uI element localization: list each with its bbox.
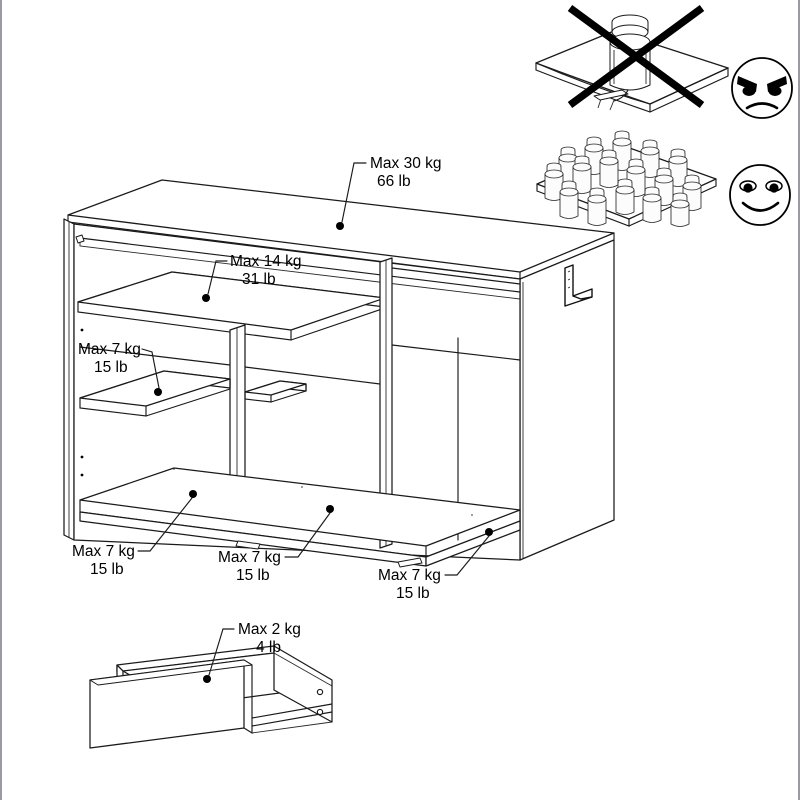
load-label-top-surface: Max 30 kg 66 lb — [370, 155, 442, 190]
drawer-right-side — [273, 645, 333, 723]
illustration-correct-distributed-load — [536, 130, 791, 227]
load-label-line1: Max 7 kg — [378, 567, 441, 584]
drawer-runner-upper — [251, 703, 333, 719]
weight-item — [599, 149, 619, 188]
sideboard-cabinet — [63, 179, 615, 568]
drawer-runner-screw-hole — [316, 688, 324, 696]
pull-out-drawer — [89, 645, 333, 749]
load-label-line1: Max 7 kg — [78, 341, 141, 358]
load-label-line1: Max 7 kg — [72, 543, 135, 560]
illustration-wrong-concentrated-load — [535, 4, 793, 119]
leader-line-top-surface — [341, 162, 367, 223]
leader-dot-bottom-middle — [326, 505, 334, 513]
leader-line-drawer — [208, 628, 235, 676]
cabinet-left-panel — [63, 218, 75, 541]
angry-face-icon — [731, 57, 793, 119]
load-label-line2: 31 lb — [242, 271, 276, 288]
load-label-line2: 15 lb — [396, 585, 430, 602]
weight-item — [642, 186, 662, 223]
weight-item — [559, 180, 579, 219]
middle-compartment-back-line — [244, 366, 381, 385]
cam-fitting-icon — [75, 234, 85, 244]
center-right-shelf-stub — [244, 380, 307, 403]
right-compartment-top-line — [391, 267, 521, 285]
load-label-line2: 15 lb — [236, 567, 270, 584]
shelf-pin-holes — [80, 328, 84, 477]
l-bracket-hook-icon — [564, 264, 593, 307]
weight-item — [587, 187, 607, 226]
load-label-line2: 66 lb — [377, 173, 411, 190]
leader-line-upper-shelf — [207, 260, 228, 295]
left-compartment-back-line — [79, 346, 231, 366]
middle-left-shelf — [79, 370, 231, 417]
load-label-drawer: Max 2 kg 4 lb — [238, 621, 301, 656]
load-label-line1: Max 14 kg — [230, 253, 302, 270]
load-label-bottom-right: Max 7 kg 15 lb — [378, 567, 441, 602]
distributed-weights-group — [544, 130, 702, 227]
load-label-line2: 15 lb — [90, 561, 124, 578]
leader-line-bottom-left — [137, 497, 193, 552]
leader-dot-drawer — [203, 675, 211, 683]
leader-dot-middle-shelf — [154, 388, 162, 396]
cabinet-foot — [397, 557, 423, 568]
weight-item — [544, 162, 564, 201]
load-label-line1: Max 30 kg — [370, 155, 442, 172]
leader-dot-bottom-right — [485, 528, 493, 536]
prohibition-cross-icon — [567, 4, 705, 109]
weight-item — [670, 192, 690, 227]
leader-line-middle-shelf — [141, 348, 160, 389]
leader-dot-upper-shelf — [202, 294, 210, 302]
drawer-right-inner-edge — [273, 652, 333, 687]
weight-item — [615, 178, 635, 215]
load-label-line1: Max 2 kg — [238, 621, 301, 638]
weight-item — [640, 139, 660, 178]
drawer-runner-screw-hole — [316, 708, 324, 716]
leader-dot-bottom-left — [189, 490, 197, 498]
drawer-runner-base — [251, 721, 333, 734]
single-heavy-weight — [609, 14, 651, 102]
right-compartment-mid-line — [391, 344, 521, 361]
leader-dot-top-surface — [336, 222, 344, 230]
weight-item — [572, 155, 592, 194]
load-label-middle-shelf: Max 7 kg 15 lb — [78, 341, 141, 376]
cabinet-right-panel — [519, 239, 615, 561]
cabinet-inner-top-edge — [79, 237, 521, 293]
load-label-bottom-middle: Max 7 kg 15 lb — [218, 549, 281, 584]
load-label-bottom-left: Max 7 kg 15 lb — [72, 543, 135, 578]
load-label-upper-shelf: Max 14 kg 31 lb — [230, 253, 302, 288]
load-label-line1: Max 7 kg — [218, 549, 281, 566]
cabinet-plinth — [79, 511, 521, 567]
leader-lines-group — [137, 162, 493, 683]
load-label-line2: 15 lb — [94, 359, 128, 376]
load-label-line2: 4 lb — [256, 639, 281, 656]
leader-line-bottom-middle — [284, 512, 331, 558]
happy-face-icon — [729, 164, 791, 226]
leader-line-bottom-right — [444, 535, 490, 576]
cabinet-foot — [235, 540, 261, 550]
